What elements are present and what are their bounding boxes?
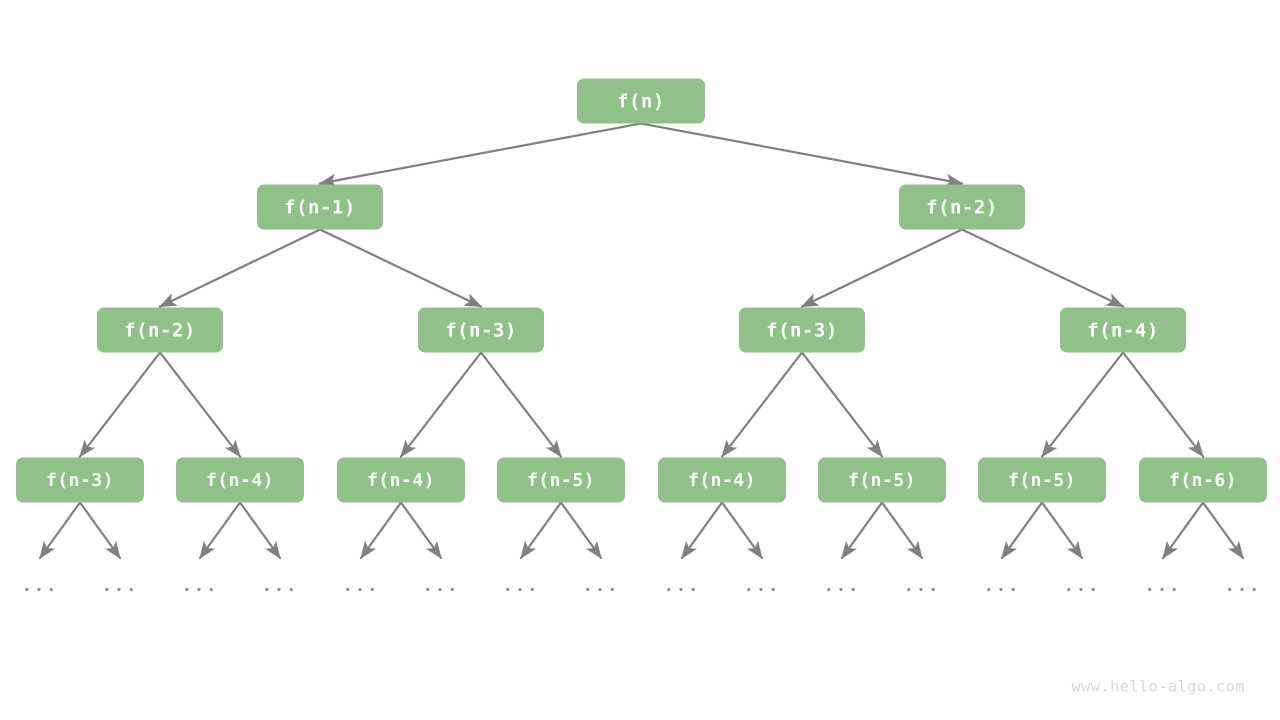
tree-node-box — [337, 457, 465, 503]
ellipsis-marker: ... — [182, 576, 219, 596]
tree-node-box — [978, 457, 1106, 503]
tree-node[interactable]: f(n-2) — [899, 184, 1025, 230]
tree-node-label: f(n-4) — [688, 470, 756, 491]
tree-node-label: f(n-4) — [1087, 320, 1159, 342]
tree-node-label: f(n-4) — [206, 470, 274, 491]
ellipsis-marker: ... — [22, 576, 59, 596]
tree-node-label: f(n-2) — [926, 197, 998, 219]
tree-node-box — [176, 457, 304, 503]
tree-node-box — [97, 307, 223, 353]
tree-edge-leaf — [840, 501, 884, 560]
tree-edge-leaf — [399, 501, 443, 560]
tree-edge-leaf — [238, 501, 282, 560]
tree-edge-leaf — [559, 501, 603, 560]
tree-node-box — [577, 78, 705, 124]
tree-edge-leaf — [880, 501, 924, 560]
tree-edge-leaf — [1161, 501, 1205, 560]
tree-node-box — [739, 307, 865, 353]
ellipsis-marker: ... — [984, 576, 1021, 596]
tree-node[interactable]: f(n-3) — [418, 307, 544, 353]
tree-node[interactable]: f(n-4) — [176, 457, 304, 503]
tree-edge — [639, 122, 964, 188]
ellipsis-marker: ... — [583, 576, 620, 596]
tree-node-box — [899, 184, 1025, 230]
tree-edge-leaf — [38, 501, 82, 560]
tree-edge-leaf — [78, 501, 122, 560]
tree-edge — [318, 122, 643, 188]
ellipsis-marker: ... — [102, 576, 139, 596]
tree-node[interactable]: f(n-5) — [497, 457, 625, 503]
tree-edge — [1040, 351, 1125, 458]
tree-edge — [479, 351, 563, 458]
tree-edge — [800, 228, 964, 308]
tree-edge — [800, 351, 884, 458]
ellipsis-marker: ... — [744, 576, 781, 596]
ellipsis-marker: ... — [824, 576, 861, 596]
tree-node[interactable]: f(n-2) — [97, 307, 223, 353]
tree-edge-leaf — [720, 501, 764, 560]
tree-edge-leaf — [1040, 501, 1084, 560]
tree-node[interactable]: f(n-5) — [978, 457, 1106, 503]
tree-node-box — [1139, 457, 1267, 503]
tree-edge-leaf — [198, 501, 242, 560]
tree-node-label: f(n-1) — [284, 197, 356, 219]
ellipsis-layer: ........................................… — [22, 576, 1262, 596]
ellipsis-marker: ... — [1225, 576, 1262, 596]
tree-node-label: f(n-5) — [848, 470, 916, 491]
tree-edge — [399, 351, 483, 458]
tree-node-box — [1060, 307, 1186, 353]
tree-node-box — [257, 184, 383, 230]
tree-edge-leaf — [680, 501, 724, 560]
tree-edge-leaf — [1000, 501, 1044, 560]
tree-node-label: f(n-4) — [367, 470, 435, 491]
tree-node-label: f(n-5) — [1008, 470, 1076, 491]
tree-node-label: f(n-3) — [445, 320, 517, 342]
tree-node-label: f(n-5) — [527, 470, 595, 491]
tree-node-box — [658, 457, 786, 503]
tree-edge — [1121, 351, 1205, 458]
tree-node[interactable]: f(n-4) — [658, 457, 786, 503]
tree-edge-leaf — [519, 501, 563, 560]
tree-node[interactable]: f(n-5) — [818, 457, 946, 503]
tree-edge — [158, 351, 242, 458]
tree-edge — [158, 228, 322, 308]
tree-node-box — [818, 457, 946, 503]
tree-node-label: f(n-3) — [766, 320, 838, 342]
tree-node[interactable]: f(n-6) — [1139, 457, 1267, 503]
edges-layer — [38, 122, 1245, 560]
ellipsis-marker: ... — [1064, 576, 1101, 596]
tree-edge — [960, 228, 1125, 308]
tree-node[interactable]: f(n-4) — [1060, 307, 1186, 353]
tree-node[interactable]: f(n-1) — [257, 184, 383, 230]
ellipsis-marker: ... — [503, 576, 540, 596]
tree-node-label: f(n-3) — [46, 470, 114, 491]
ellipsis-marker: ... — [1145, 576, 1182, 596]
ellipsis-marker: ... — [664, 576, 701, 596]
tree-node-box — [16, 457, 144, 503]
tree-node-label: f(n-2) — [124, 320, 196, 342]
tree-edge — [78, 351, 162, 458]
tree-edge-leaf — [359, 501, 403, 560]
tree-edge — [318, 228, 483, 308]
tree-node[interactable]: f(n-4) — [337, 457, 465, 503]
nodes-layer: f(n) f(n-1) f(n-2) f(n-2) f(n-3) f(n-3) f(n-4)… — [16, 78, 1267, 503]
tree-node[interactable]: f(n-3) — [16, 457, 144, 503]
ellipsis-marker: ... — [343, 576, 380, 596]
ellipsis-marker: ... — [423, 576, 460, 596]
watermark: www.hello-algo.com — [1072, 678, 1245, 696]
tree-node-box — [418, 307, 544, 353]
tree-node[interactable]: f(n) — [577, 78, 705, 124]
tree-edge — [720, 351, 804, 458]
tree-node[interactable]: f(n-3) — [739, 307, 865, 353]
tree-node-label: f(n) — [617, 91, 665, 113]
tree-node-label: f(n-6) — [1169, 470, 1237, 491]
tree-edge-leaf — [1201, 501, 1245, 560]
ellipsis-marker: ... — [904, 576, 941, 596]
ellipsis-marker: ... — [262, 576, 299, 596]
tree-node-box — [497, 457, 625, 503]
